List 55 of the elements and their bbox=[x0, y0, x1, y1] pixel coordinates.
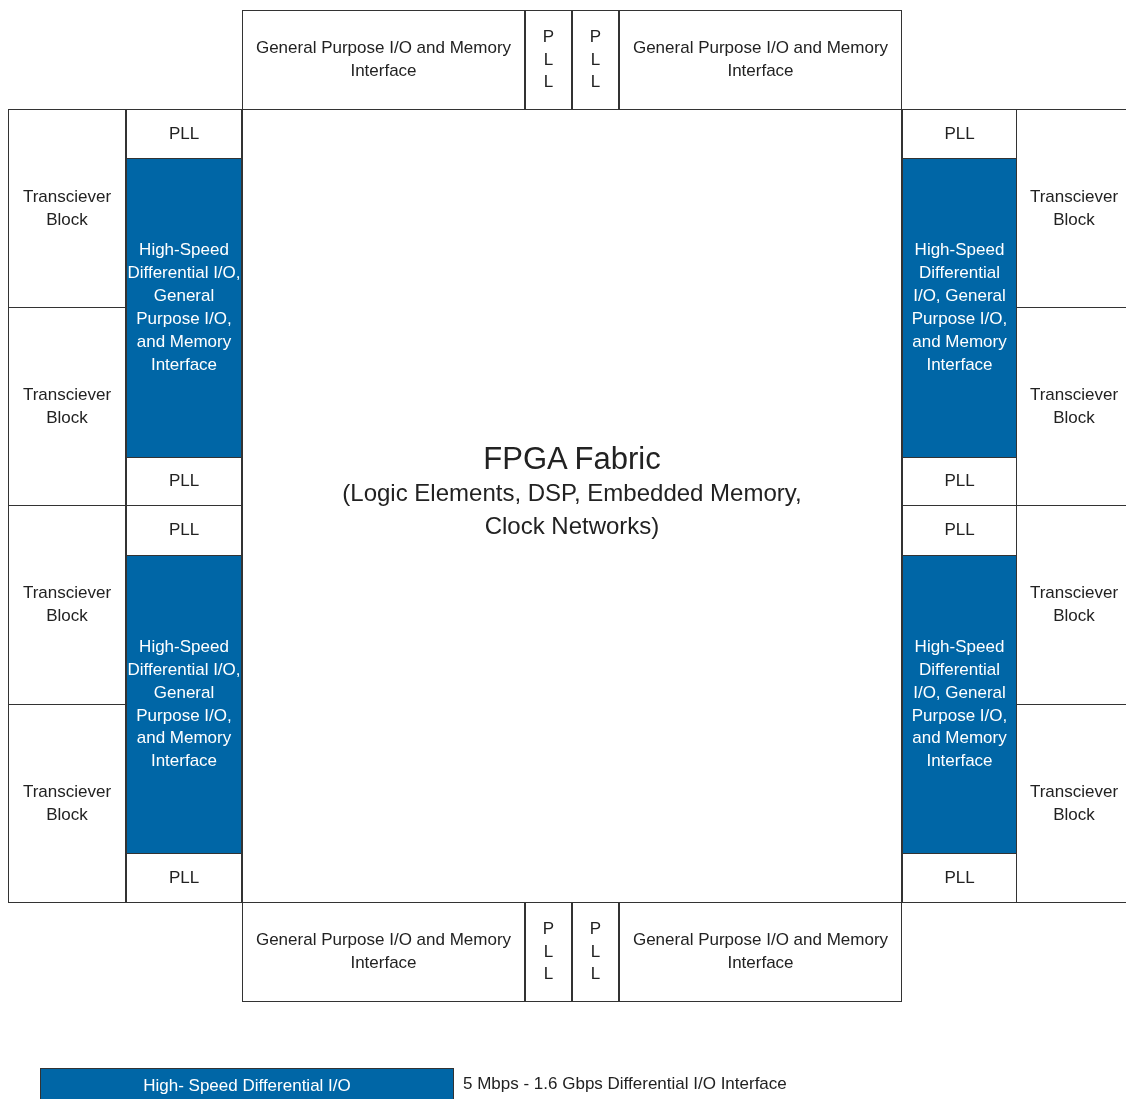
block-box bbox=[242, 902, 525, 1002]
block-label: PLL bbox=[944, 866, 975, 889]
block-label: PLL bbox=[944, 470, 975, 493]
block-label: General Purpose I/O and Memory Interface bbox=[631, 929, 890, 974]
block-label: Transciever Block bbox=[21, 185, 113, 231]
fabric-box bbox=[242, 109, 902, 903]
block-box bbox=[619, 902, 902, 1002]
vertical-label: PLL bbox=[588, 917, 603, 986]
vertical-label: PLL bbox=[541, 25, 556, 94]
block-label: Transciever Block bbox=[21, 383, 113, 429]
block-box bbox=[902, 109, 1017, 159]
block-label: PLL bbox=[944, 519, 975, 542]
pll-box bbox=[525, 10, 572, 110]
pll-box bbox=[572, 902, 619, 1002]
pll-box bbox=[525, 902, 572, 1002]
pll-box bbox=[572, 10, 619, 110]
block-label: PLL bbox=[168, 470, 200, 493]
block-box bbox=[126, 853, 242, 903]
io-block bbox=[902, 158, 1017, 458]
block-label: High-Speed Differential I/O, General Purpose I/O, and Memory Interface bbox=[127, 239, 241, 376]
legend-description: 5 Mbps - 1.6 Gbps Differential I/O Interface bbox=[463, 1074, 787, 1094]
block-label: Transciever Block bbox=[1028, 780, 1120, 826]
legend-swatch: High- Speed Differential I/O bbox=[40, 1068, 454, 1099]
block-title: FPGA Fabric bbox=[483, 440, 661, 478]
block-label: General Purpose I/O and Memory Interface bbox=[631, 37, 890, 82]
block-box bbox=[126, 505, 242, 556]
io-block bbox=[902, 555, 1017, 854]
block-box bbox=[8, 307, 126, 506]
block-box bbox=[126, 457, 242, 506]
block-label: High-Speed Differential I/O, General Purpose I/O, and Memory Interface bbox=[910, 635, 1009, 773]
block-label: General Purpose I/O and Memory Interface bbox=[254, 37, 513, 82]
block-label: Transciever Block bbox=[1028, 582, 1120, 627]
vertical-label: PLL bbox=[541, 917, 556, 986]
block-box bbox=[8, 109, 126, 308]
block-label: Transciever Block bbox=[21, 780, 113, 826]
block-label: PLL bbox=[944, 122, 975, 145]
block-box bbox=[8, 505, 126, 705]
block-label: Transciever Block bbox=[21, 582, 113, 627]
vertical-label: PLL bbox=[588, 25, 603, 94]
block-label: PLL bbox=[168, 519, 200, 542]
io-block bbox=[126, 158, 242, 458]
block-label: PLL bbox=[168, 866, 200, 889]
block-label: High-Speed Differential I/O, General Purpose I/O, and Memory Interface bbox=[910, 239, 1009, 376]
block-box bbox=[126, 109, 242, 159]
block-box bbox=[902, 853, 1017, 903]
block-box bbox=[8, 704, 126, 903]
block-label: General Purpose I/O and Memory Interface bbox=[254, 929, 513, 974]
block-label: High-Speed Differential I/O, General Purpose I/O, and Memory Interface bbox=[127, 635, 241, 773]
block-box bbox=[619, 10, 902, 110]
block-box bbox=[242, 10, 525, 110]
block-label: Transciever Block bbox=[1028, 383, 1120, 429]
block-label: Transciever Block bbox=[1028, 185, 1120, 231]
block-subtitle: (Logic Elements, DSP, Embedded Memory, Clock Networks) bbox=[342, 478, 802, 541]
io-block bbox=[126, 555, 242, 854]
block-label: PLL bbox=[168, 122, 200, 145]
